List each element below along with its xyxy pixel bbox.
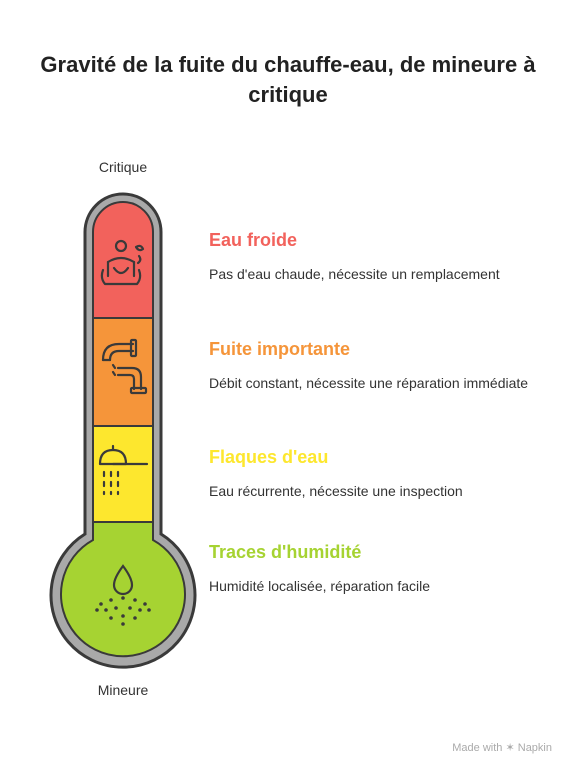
level-major-leak: Fuite importante Débit constant, nécessi… — [209, 338, 549, 392]
level-title: Eau froide — [209, 230, 298, 250]
person-cold-icon — [100, 239, 145, 286]
level-description: Eau récurrente, nécessite une inspection — [209, 483, 463, 499]
level-title: Traces d'humidité — [209, 542, 362, 562]
level-segment-moisture — [60, 521, 186, 658]
level-segment-major-leak — [92, 317, 154, 427]
leaking-pipe-icon — [101, 338, 148, 395]
level-description: Débit constant, nécessite une réparation… — [209, 375, 529, 391]
made-with-napkin-footer: Made with ✶ Napkin — [452, 741, 552, 754]
level-cold-water: Eau froide Pas d'eau chaude, nécessite u… — [209, 229, 549, 283]
napkin-logo-icon: ✶ — [505, 742, 515, 754]
level-segment-cold-water — [92, 201, 154, 319]
level-segment-puddles — [92, 425, 154, 523]
shower-drip-icon — [98, 444, 149, 496]
level-title: Fuite importante — [209, 339, 351, 359]
level-description: Pas d'eau chaude, nécessite un remplacem… — [209, 266, 500, 282]
scale-label-critical: Critique — [98, 159, 148, 175]
level-description: Humidité localisée, réparation facile — [209, 578, 430, 594]
scale-label-minor: Mineure — [97, 682, 149, 698]
page-title: Gravité de la fuite du chauffe-eau, de m… — [40, 52, 536, 107]
footer-brand: Napkin — [517, 742, 552, 754]
footer-made-with: Made with — [452, 742, 503, 754]
level-puddles: Flaques d'eau Eau récurrente, nécessite … — [209, 446, 549, 500]
level-moisture: Traces d'humidité Humidité localisée, ré… — [209, 541, 549, 595]
level-title: Flaques d'eau — [209, 447, 329, 467]
water-drop-icon — [95, 564, 151, 626]
